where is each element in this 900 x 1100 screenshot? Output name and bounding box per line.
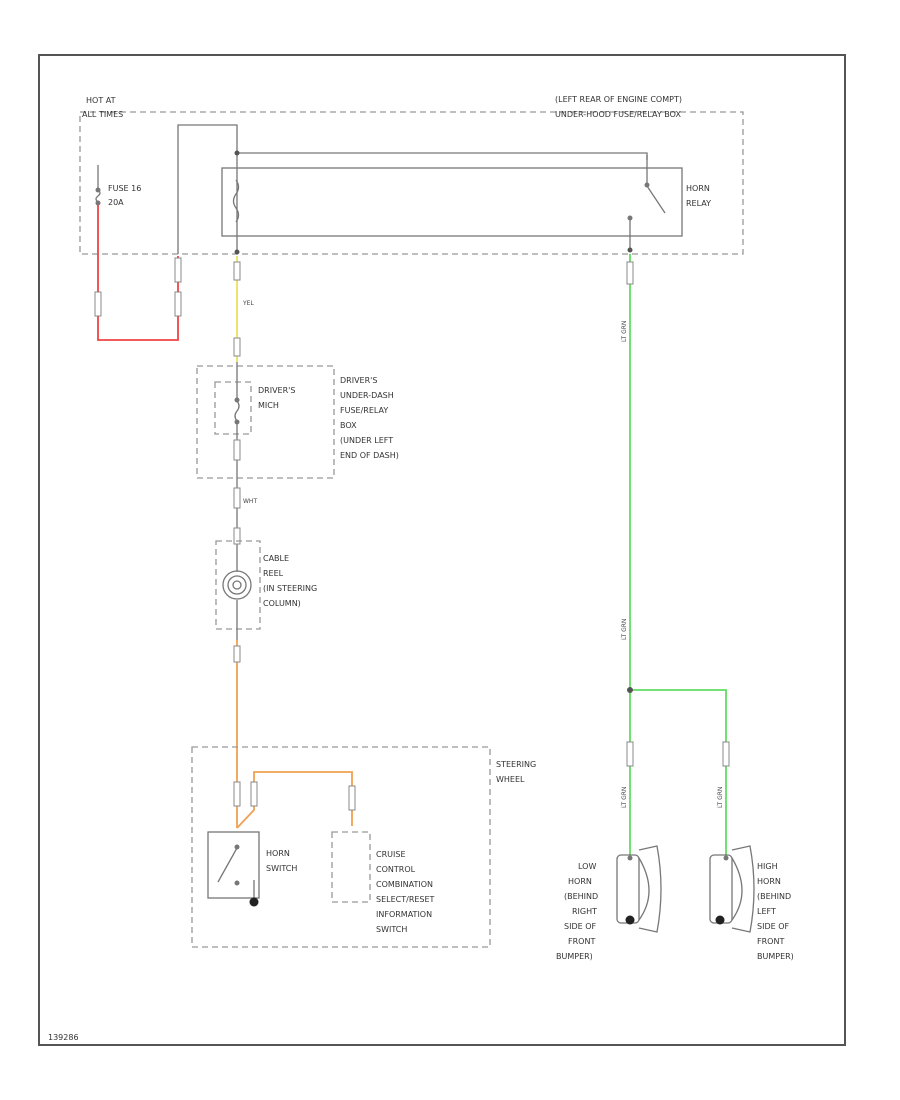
connector [626,741,634,767]
wire-label-ltgrn: LT GRN [621,321,628,342]
splice-dot [234,249,240,255]
relay-switch [627,155,666,250]
connector [94,291,102,317]
drivers-box-label-1: DRIVER'S [340,376,377,385]
cruise-label-1: CRUISE [376,850,406,859]
hot-at-label: HOT AT [86,96,116,105]
fuse-amp-label: 20A [108,198,124,207]
steering-wheel-label-1: STEERING [496,760,536,769]
drivers-box-label-6: END OF DASH) [340,451,399,460]
figure-code: 139286 [48,1033,79,1042]
cable-reel-box [215,540,261,630]
location-label-2: UNDER-HOOD FUSE/RELAY BOX [555,110,681,119]
connector [722,741,730,767]
high-horn [709,845,755,933]
relay-contact-feed [237,152,648,160]
low-horn-label-2: HORN [568,877,592,886]
connector [233,781,241,807]
connector [233,261,241,281]
drivers-mich-box [214,381,252,435]
cable-reel-label-2: REEL [263,569,284,578]
wire-label-ltgrn: LT GRN [717,787,724,808]
steering-wheel-label-2: WHEEL [496,775,525,784]
drivers-box-label-2: UNDER-DASH [340,391,394,400]
all-times-label: ALL TIMES [82,110,123,119]
connector [233,527,241,545]
low-horn-label-5: SIDE OF [564,922,596,931]
drivers-mich-label-1: DRIVER'S [258,386,295,395]
splice-dot [627,247,633,253]
wire-label-ltgrn: LT GRN [621,787,628,808]
splice-dot [234,150,240,156]
drivers-box-label-4: BOX [340,421,357,430]
high-horn-label-5: SIDE OF [757,922,789,931]
green-wire-group [629,254,727,860]
low-horn [616,845,662,933]
cable-reel-label-1: CABLE [263,554,289,563]
cruise-label-5: INFORMATION [376,910,432,919]
relay-feed-wire [177,124,238,254]
high-horn-label-7: BUMPER) [757,952,794,961]
high-horn-label-1: HIGH [757,862,778,871]
red-wire [97,205,179,341]
relay-coil [232,179,240,223]
connector [174,257,182,283]
cruise-control-switch [331,831,371,903]
underhood-fuse-relay-box [79,111,744,255]
horn-relay [221,167,683,237]
wire-label-ltgrn: LT GRN [621,619,628,640]
cruise-label-6: SWITCH [376,925,407,934]
cruise-label-4: SELECT/RESET [376,895,435,904]
low-horn-label-7: BUMPER) [556,952,593,961]
low-horn-label-1: LOW [578,862,596,871]
high-horn-label-3: (BEHIND [757,892,791,901]
fuse-16 [95,165,101,206]
diagram-frame [38,54,846,1046]
connector [348,785,356,811]
low-horn-label-3: (BEHIND [564,892,598,901]
low-horn-label-4: RIGHT [572,907,597,916]
horn-switch-contact [217,844,240,886]
horn-switch-label-2: SWITCH [266,864,297,873]
horn-switch [207,831,260,899]
drivers-mich-fuse [234,362,240,425]
connector [233,487,241,509]
horn-relay-label-1: HORN [686,184,710,193]
location-label-1: (LEFT REAR OF ENGINE COMPT) [555,95,682,104]
cruise-label-2: CONTROL [376,865,416,874]
high-horn-label-6: FRONT [757,937,784,946]
ground-dot [249,897,259,907]
drivers-box-label-3: FUSE/RELAY [340,406,388,415]
connector [233,337,241,357]
low-horn-label-6: FRONT [568,937,595,946]
cable-reel [222,570,252,600]
drivers-underdash-box [196,365,335,479]
high-horn-label-2: HORN [757,877,781,886]
fuse-label: FUSE 16 [108,184,141,193]
steering-wheel-box [191,746,491,948]
wire-label-wht: WHT [243,498,257,505]
drivers-mich-label-2: MICH [258,401,279,410]
cable-reel-label-3: (IN STEERING [263,584,317,593]
horn-relay-label-2: RELAY [686,199,711,208]
connector [174,291,182,317]
drivers-box-label-5: (UNDER LEFT [340,436,393,445]
connector [233,645,241,663]
high-horn-label-4: LEFT [757,907,776,916]
splice-dot [627,687,633,693]
cruise-label-3: COMBINATION [376,880,433,889]
connector [233,439,241,461]
cable-reel-label-4: COLUMN) [263,599,301,608]
connector [250,781,258,807]
horn-switch-label-1: HORN [266,849,290,858]
wire-label-yel: YEL [242,300,254,307]
connector [626,261,634,285]
